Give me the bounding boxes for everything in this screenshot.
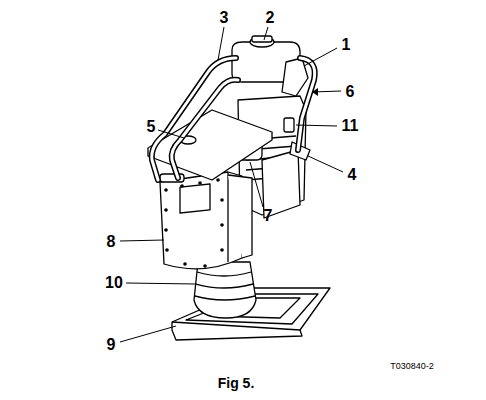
callout-number: 4 bbox=[348, 167, 357, 183]
engine-top bbox=[282, 58, 308, 96]
callout-number: 2 bbox=[266, 10, 275, 26]
callout-number: 3 bbox=[220, 10, 229, 26]
arrow-head bbox=[312, 88, 318, 96]
figure-caption: Fig 5. bbox=[218, 376, 255, 390]
callout-number: 8 bbox=[107, 234, 116, 250]
callout-number: 6 bbox=[346, 84, 355, 100]
callout-number: 11 bbox=[342, 118, 359, 134]
control-knob bbox=[284, 118, 294, 132]
figure-code: T030840-2 bbox=[390, 362, 434, 371]
callout-number: 5 bbox=[147, 119, 156, 135]
leader-lines bbox=[120, 27, 343, 342]
logo-plate bbox=[180, 184, 210, 213]
callout-number: 1 bbox=[342, 37, 351, 53]
bellows bbox=[194, 262, 256, 318]
callout-number: 10 bbox=[105, 275, 123, 291]
ram-body bbox=[160, 172, 242, 269]
handle-guard bbox=[152, 58, 315, 180]
callout-number: 7 bbox=[264, 208, 273, 224]
callout-number: 9 bbox=[107, 337, 116, 353]
